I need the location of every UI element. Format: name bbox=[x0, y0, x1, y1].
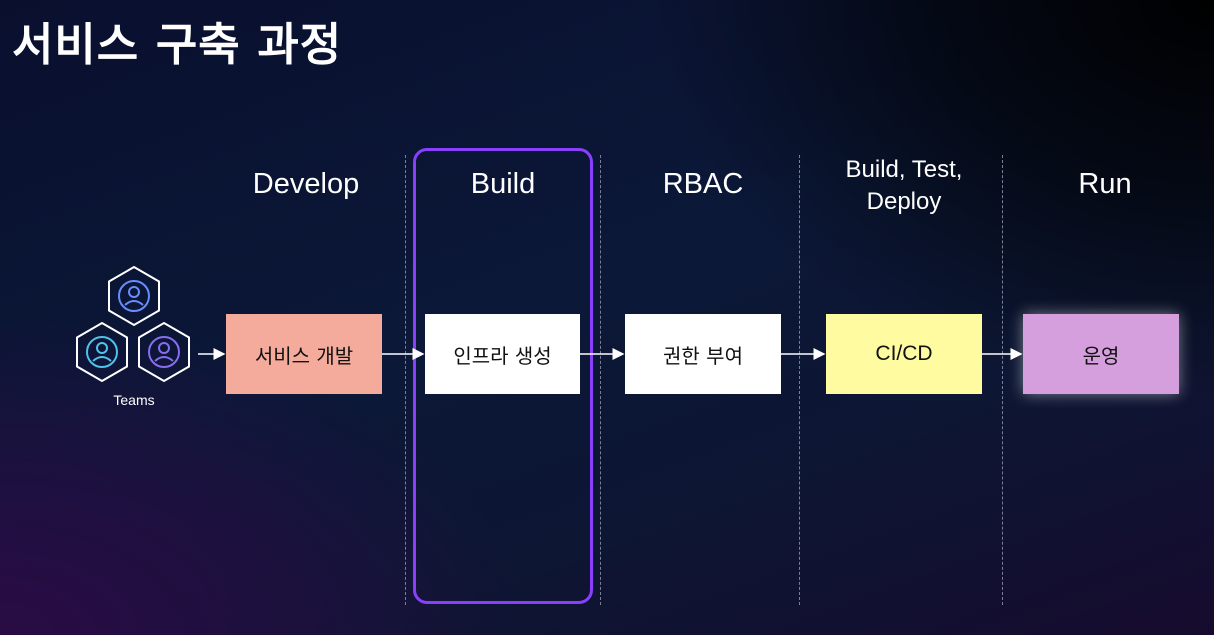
stage-label-develop: Develop bbox=[252, 168, 360, 200]
stage-label-line1: Build, Test, bbox=[845, 156, 963, 183]
stage-divider bbox=[405, 155, 406, 605]
step-label: 권한 부여 bbox=[663, 343, 743, 368]
step-box-rbac: 권한 부여 bbox=[625, 314, 781, 394]
step-box-run: 운영 bbox=[1023, 314, 1179, 394]
stage-label-build-test-deploy: Build, Test, Deploy bbox=[814, 154, 994, 218]
stage-divider bbox=[600, 155, 601, 605]
step-label: 운영 bbox=[1082, 343, 1120, 368]
teams-icon-right bbox=[138, 321, 190, 383]
step-label: CI/CD bbox=[875, 342, 933, 365]
stage-divider bbox=[1002, 155, 1003, 605]
stage-label-rbac: RBAC bbox=[662, 168, 744, 200]
teams-icon-top bbox=[108, 265, 160, 327]
stage-label-line2: Deploy bbox=[866, 188, 942, 215]
step-box-build: 인프라 생성 bbox=[425, 314, 580, 394]
stage-label-build: Build bbox=[470, 168, 536, 200]
build-stage-highlight bbox=[413, 148, 593, 604]
stage-divider bbox=[799, 155, 800, 605]
teams-icon-left bbox=[76, 321, 128, 383]
stage-label-run: Run bbox=[1078, 168, 1132, 200]
teams-label: Teams bbox=[113, 392, 155, 408]
page-title: 서비스 구축 과정 bbox=[12, 18, 343, 71]
step-label: 서비스 개발 bbox=[254, 343, 354, 368]
step-box-develop: 서비스 개발 bbox=[226, 314, 382, 394]
step-box-cicd: CI/CD bbox=[826, 314, 982, 394]
step-label: 인프라 생성 bbox=[453, 343, 552, 368]
